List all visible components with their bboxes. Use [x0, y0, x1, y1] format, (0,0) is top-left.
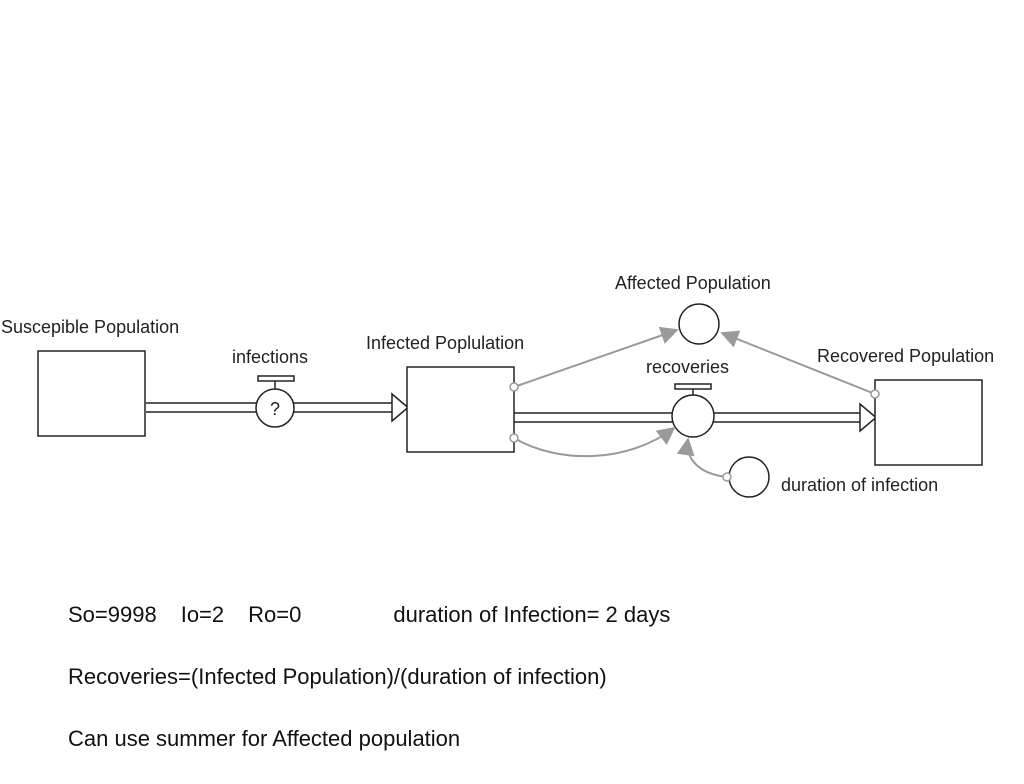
affected-population-label: Affected Population	[615, 273, 771, 293]
connector-origins	[509, 382, 880, 482]
duration-value: duration of Infection= 2 days	[393, 602, 671, 627]
connector-infected-to-affected	[513, 326, 679, 388]
initial-recovered: Ro=0	[248, 602, 302, 627]
duration-of-infection-label: duration of infection	[781, 475, 938, 495]
connector-infected-to-recoveries	[513, 426, 676, 458]
infections-valve[interactable]: ?	[255, 375, 295, 428]
recovered-stock-label: Recovered Population	[817, 346, 994, 366]
susceptible-stock-label: Suscepible Population	[1, 317, 179, 337]
infected-stock[interactable]	[406, 366, 515, 453]
recoveries-valve[interactable]	[671, 383, 715, 438]
recoveries-formula: Recoveries=(Infected Population)/(durati…	[68, 664, 607, 689]
summer-tip: Can use summer for Affected population	[68, 726, 461, 751]
affected-population-converter[interactable]	[678, 303, 720, 345]
initial-infected: Io=2	[180, 602, 225, 627]
stock-flow-diagram: ? Suscepible Population infections Infec…	[1, 273, 994, 498]
initial-values-line: So=9998 Io=2 Ro=0 duration of Infection= 2 …	[68, 598, 968, 660]
initial-susceptible: So=9998	[68, 602, 157, 627]
infections-flow-label: infections	[232, 347, 308, 367]
recoveries-flow-label: recoveries	[646, 357, 729, 377]
connector-recovered-to-affected	[720, 330, 876, 395]
duration-of-infection-converter[interactable]	[728, 456, 770, 498]
connectors	[513, 326, 876, 478]
connector-duration-to-recoveries	[676, 437, 728, 478]
infected-stock-label: Infected Poplulation	[366, 333, 524, 353]
recovered-stock[interactable]	[874, 379, 983, 466]
notes: So=9998 Io=2 Ro=0 duration of Infection= 2 …	[68, 598, 968, 784]
susceptible-stock[interactable]	[37, 350, 146, 437]
infections-valve-symbol: ?	[270, 399, 280, 419]
